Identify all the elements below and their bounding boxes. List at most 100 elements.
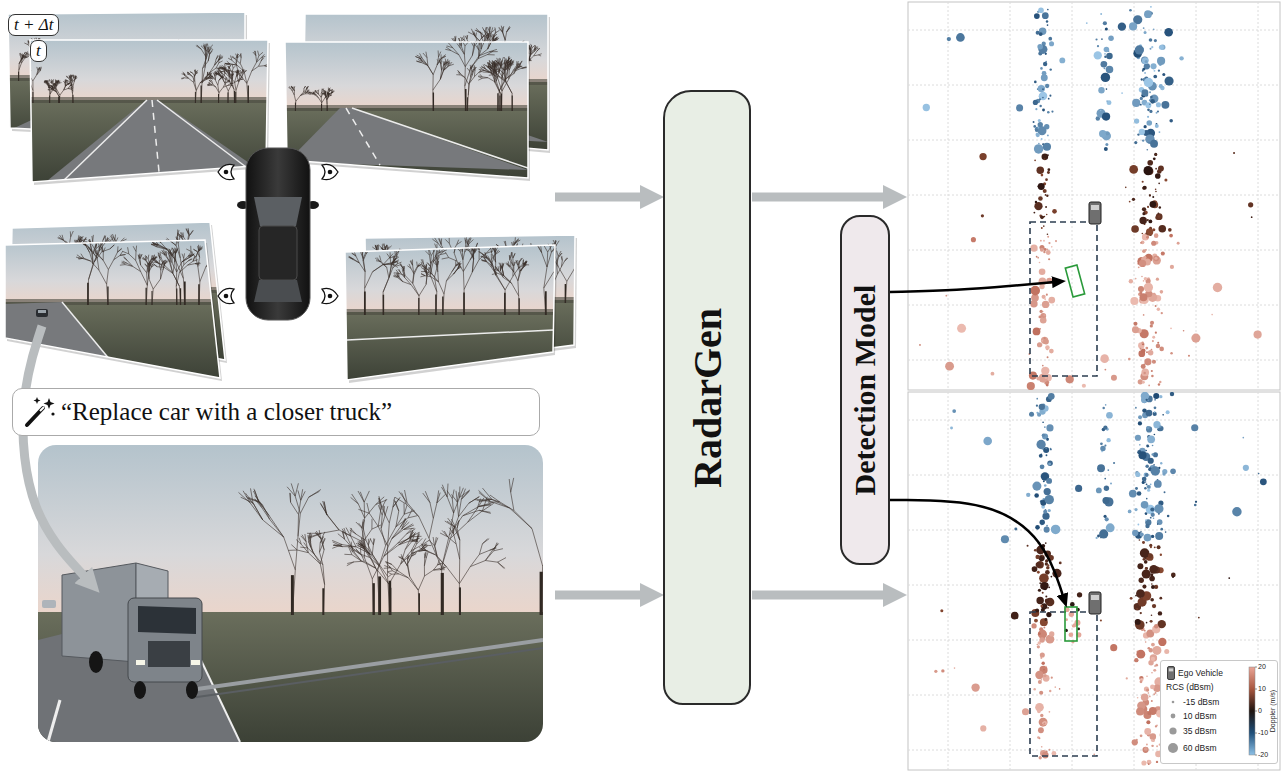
radar-point — [1059, 58, 1065, 64]
axis-title: Doppler (m/s) — [1268, 690, 1278, 732]
radar-point — [1101, 38, 1103, 40]
radar-point — [1126, 677, 1128, 679]
radar-point — [1042, 279, 1044, 281]
radar-point — [1097, 535, 1100, 538]
radar-point — [1146, 622, 1148, 624]
radar-point — [1042, 592, 1044, 594]
radar-point — [1121, 92, 1123, 94]
radar-point — [1140, 533, 1144, 537]
radar-point — [1048, 586, 1050, 588]
radar-point — [1132, 198, 1135, 201]
radar-point — [1145, 102, 1151, 108]
tree-branches — [393, 260, 430, 316]
radar-point — [1106, 88, 1108, 90]
radar-point — [1149, 194, 1151, 196]
radar-point — [1051, 110, 1053, 112]
radar-point — [1111, 375, 1117, 381]
radar-point — [1137, 133, 1139, 135]
radar-point — [1033, 212, 1035, 214]
radar-point — [1151, 466, 1160, 475]
radar-point — [1243, 465, 1249, 471]
radar-point — [1152, 336, 1155, 339]
wheel — [89, 651, 103, 673]
radar-point — [1144, 78, 1153, 87]
radar-point — [1044, 618, 1047, 621]
tree-branches — [207, 73, 233, 104]
radar-point — [1044, 426, 1046, 428]
tick-label: 0 — [1258, 706, 1262, 716]
radar-point — [1168, 228, 1172, 232]
radar-point — [1047, 356, 1049, 358]
radar-point — [1039, 92, 1047, 100]
radar-point — [1041, 679, 1043, 681]
sky — [345, 245, 555, 313]
radar-point — [1047, 438, 1049, 440]
radar-point — [1104, 147, 1108, 151]
radar-point — [1155, 532, 1163, 540]
tree-branches — [152, 248, 181, 305]
radar-point — [1170, 328, 1172, 330]
radar-point — [1139, 260, 1146, 267]
radar-point — [1106, 100, 1108, 102]
radar-point — [1103, 425, 1107, 429]
radar-point — [1042, 365, 1044, 367]
radar-point — [1130, 597, 1133, 600]
radar-point — [1030, 286, 1040, 296]
radar-point — [1146, 720, 1150, 724]
tick-label: -10 — [1258, 728, 1268, 738]
radar-point — [1183, 330, 1185, 332]
radar-point — [1104, 444, 1106, 446]
radar-point — [1137, 524, 1139, 526]
tree-branches — [76, 243, 126, 305]
guardrail — [190, 648, 543, 698]
radar-point — [1167, 515, 1170, 518]
radar-point — [1045, 559, 1048, 562]
radar-point — [1156, 344, 1161, 349]
radar-point — [1157, 308, 1160, 311]
radar-point — [1150, 546, 1152, 548]
radar-point — [1157, 57, 1165, 65]
radar-point — [1146, 236, 1149, 239]
tree-branches — [475, 478, 543, 615]
radar-point — [1165, 76, 1174, 85]
radar-point — [1110, 482, 1112, 484]
radar-point — [1132, 99, 1140, 107]
radar-point — [1043, 480, 1045, 482]
radar-panel — [908, 2, 1280, 390]
radar-point — [1142, 585, 1146, 589]
radar-point — [947, 37, 951, 41]
radar-point — [1146, 399, 1148, 401]
radar-point — [1233, 152, 1235, 154]
radar-point — [1151, 370, 1153, 372]
radar-point — [1040, 86, 1044, 90]
model-name: RadarGen — [684, 308, 731, 488]
radar-point — [1099, 130, 1106, 137]
radar-point — [1051, 677, 1053, 679]
tree-branches — [479, 57, 523, 111]
radar-point — [1044, 484, 1047, 487]
radar-point — [1104, 53, 1106, 55]
radar-point — [1161, 251, 1165, 255]
radar-point — [1142, 212, 1145, 215]
radar-point — [1132, 530, 1138, 536]
radar-point — [1142, 477, 1147, 482]
radar-point — [1022, 708, 1029, 715]
grid-line — [908, 420, 1280, 421]
radar-point — [1142, 541, 1145, 544]
radar-point — [1248, 202, 1253, 207]
radar-point — [1041, 74, 1048, 81]
tree-branches — [348, 242, 399, 315]
radar-point — [1100, 110, 1102, 112]
radar-point — [1043, 586, 1047, 590]
radar-point — [1096, 537, 1098, 539]
radar-point — [1035, 525, 1040, 530]
radar-point — [1044, 216, 1046, 218]
radar-point — [1144, 686, 1149, 691]
radar-point — [1045, 447, 1047, 449]
ego-body — [1089, 592, 1101, 614]
radar-point — [1153, 393, 1159, 399]
radar-point — [1160, 528, 1163, 531]
car-window — [38, 310, 46, 313]
radar-point — [1153, 157, 1156, 160]
